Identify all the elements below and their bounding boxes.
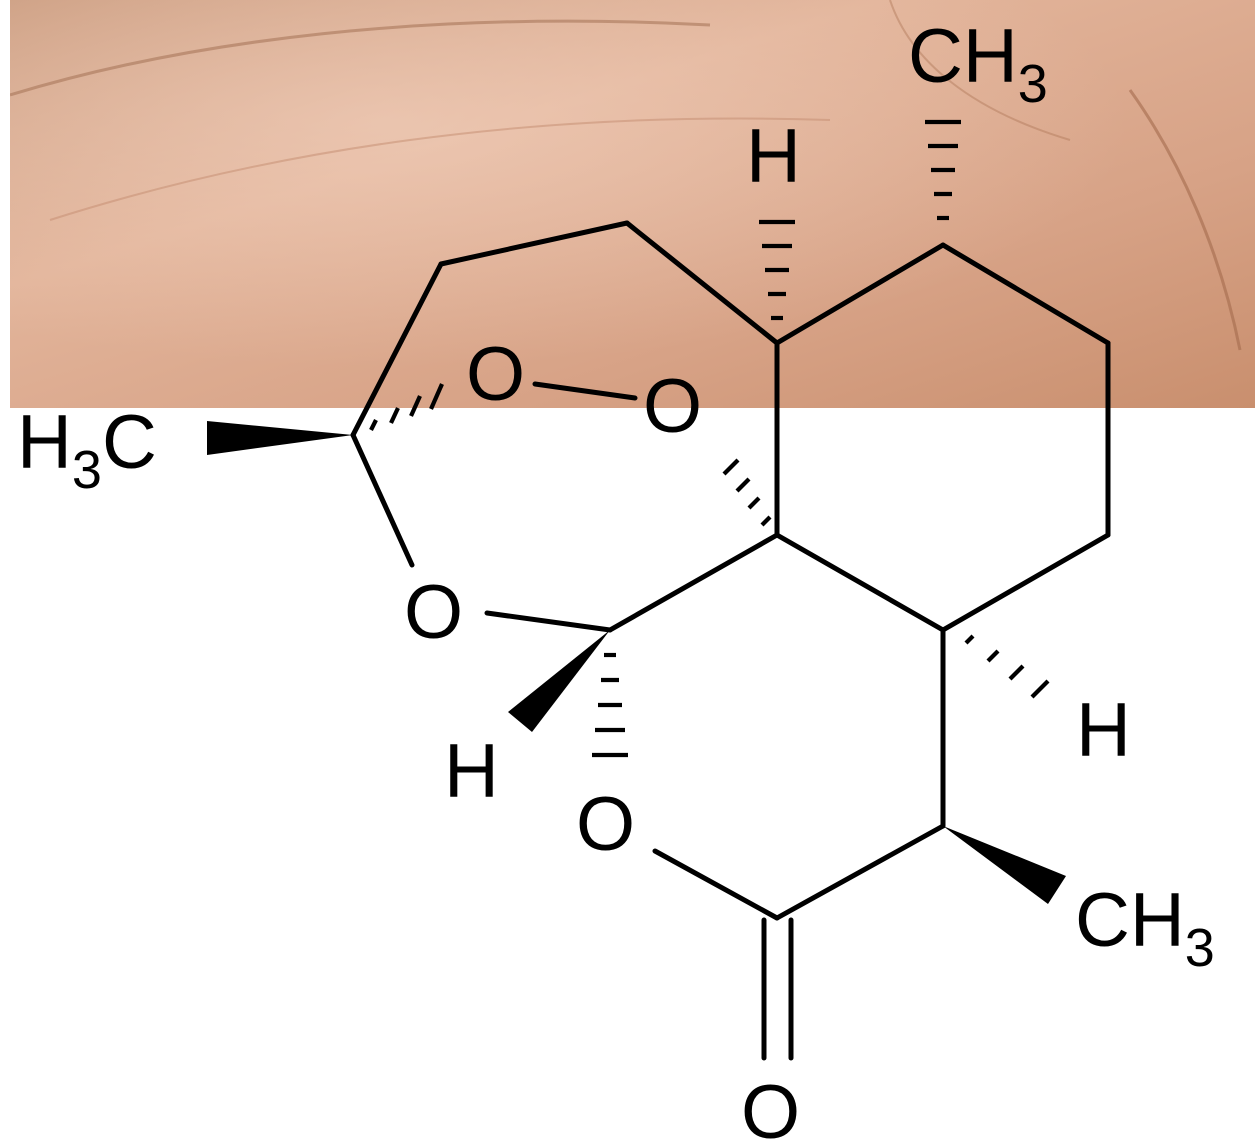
bond <box>940 242 1111 346</box>
plain-bonds <box>350 220 1111 1061</box>
label-o-lactone: O <box>576 782 635 867</box>
wedge <box>943 826 1066 904</box>
bond <box>774 242 946 346</box>
bond <box>607 532 780 633</box>
label-h-lower-left: H <box>444 729 499 814</box>
label-ch3-right: CH3 <box>1075 878 1215 978</box>
bond <box>652 848 780 921</box>
hashed-bonds <box>369 119 1050 758</box>
skin-photo-band <box>10 0 1255 408</box>
bond <box>484 610 613 633</box>
bond <box>350 432 415 568</box>
wedge-bonds <box>207 421 1066 904</box>
bond <box>350 261 444 438</box>
label-h-right: H <box>1076 688 1131 773</box>
label-h-top: H <box>746 114 801 199</box>
wedge <box>207 421 353 455</box>
label-o-peroxide-left: O <box>466 332 525 417</box>
label-o-carbonyl: O <box>741 1070 800 1145</box>
label-o-ether: O <box>404 570 463 655</box>
bond <box>940 532 1111 633</box>
bond <box>774 532 946 633</box>
wedge <box>508 630 610 732</box>
label-ch3-top: CH3 <box>908 14 1048 114</box>
bond <box>774 823 946 921</box>
bond <box>624 220 780 346</box>
label-h3c-left: H3C <box>17 400 157 500</box>
bond <box>438 220 630 267</box>
bond <box>532 381 638 401</box>
label-o-peroxide-right: O <box>643 364 702 449</box>
atom-labels: CH3 H H3C O O O H H O CH3 O <box>17 14 1215 1145</box>
